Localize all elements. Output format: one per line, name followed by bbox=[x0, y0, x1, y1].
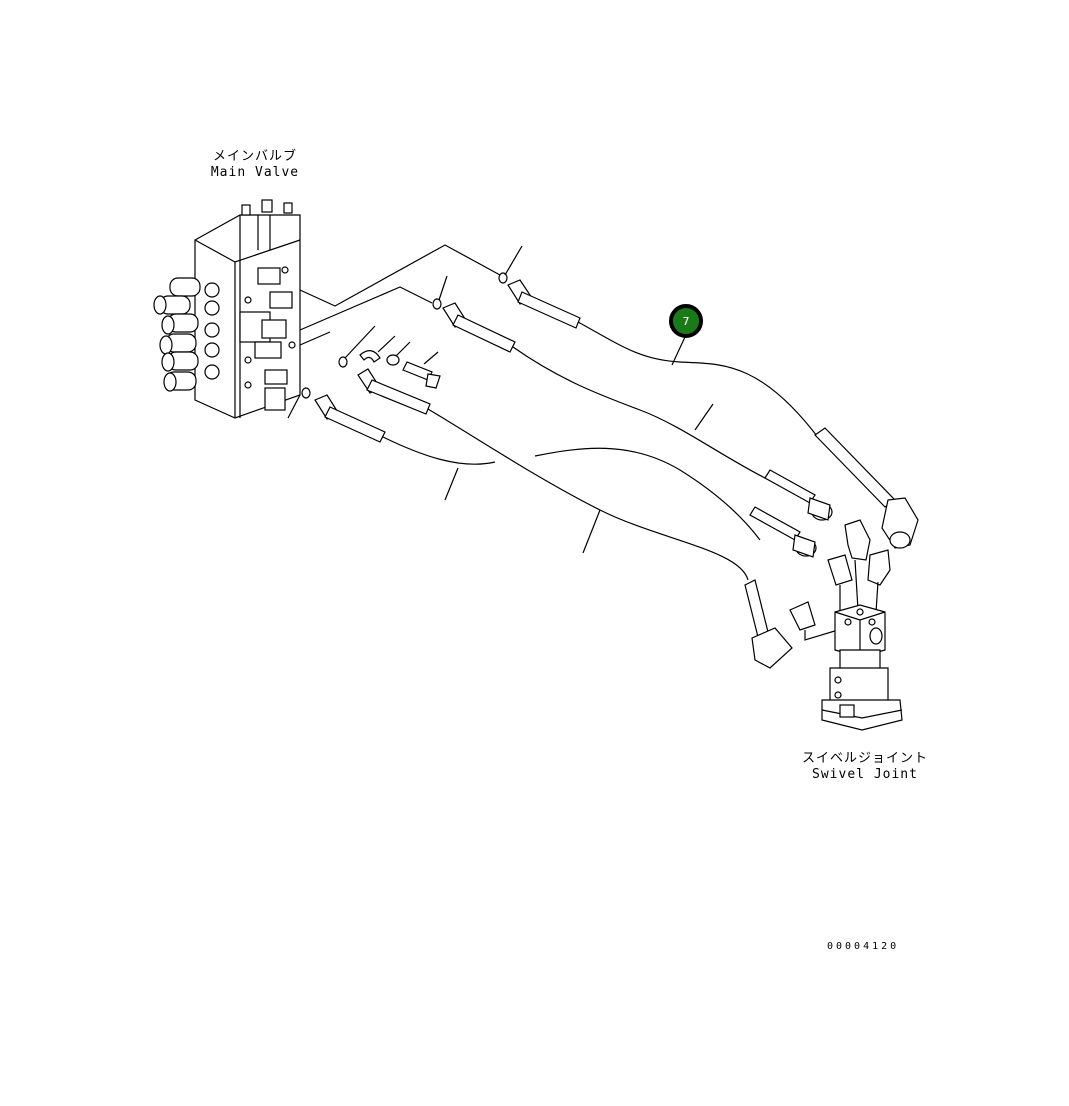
swivel-joint-label-en: Swivel Joint bbox=[812, 767, 918, 782]
swivel-joint-drawing bbox=[821, 604, 903, 731]
drawing-number: 00004120 bbox=[827, 941, 900, 952]
main-valve-label: メインバルブ Main Valve bbox=[190, 149, 320, 181]
callout-number: 7 bbox=[682, 314, 690, 328]
main-valve-drawing bbox=[153, 199, 301, 419]
swivel-joint-label: スイベルジョイント Swivel Joint bbox=[790, 751, 940, 783]
main-valve-label-jp: メインバルブ bbox=[212, 149, 297, 164]
main-valve-label-en: Main Valve bbox=[210, 165, 300, 180]
swivel-joint-label-jp: スイベルジョイント bbox=[801, 751, 928, 766]
part-callout-7[interactable]: 7 bbox=[669, 304, 703, 338]
